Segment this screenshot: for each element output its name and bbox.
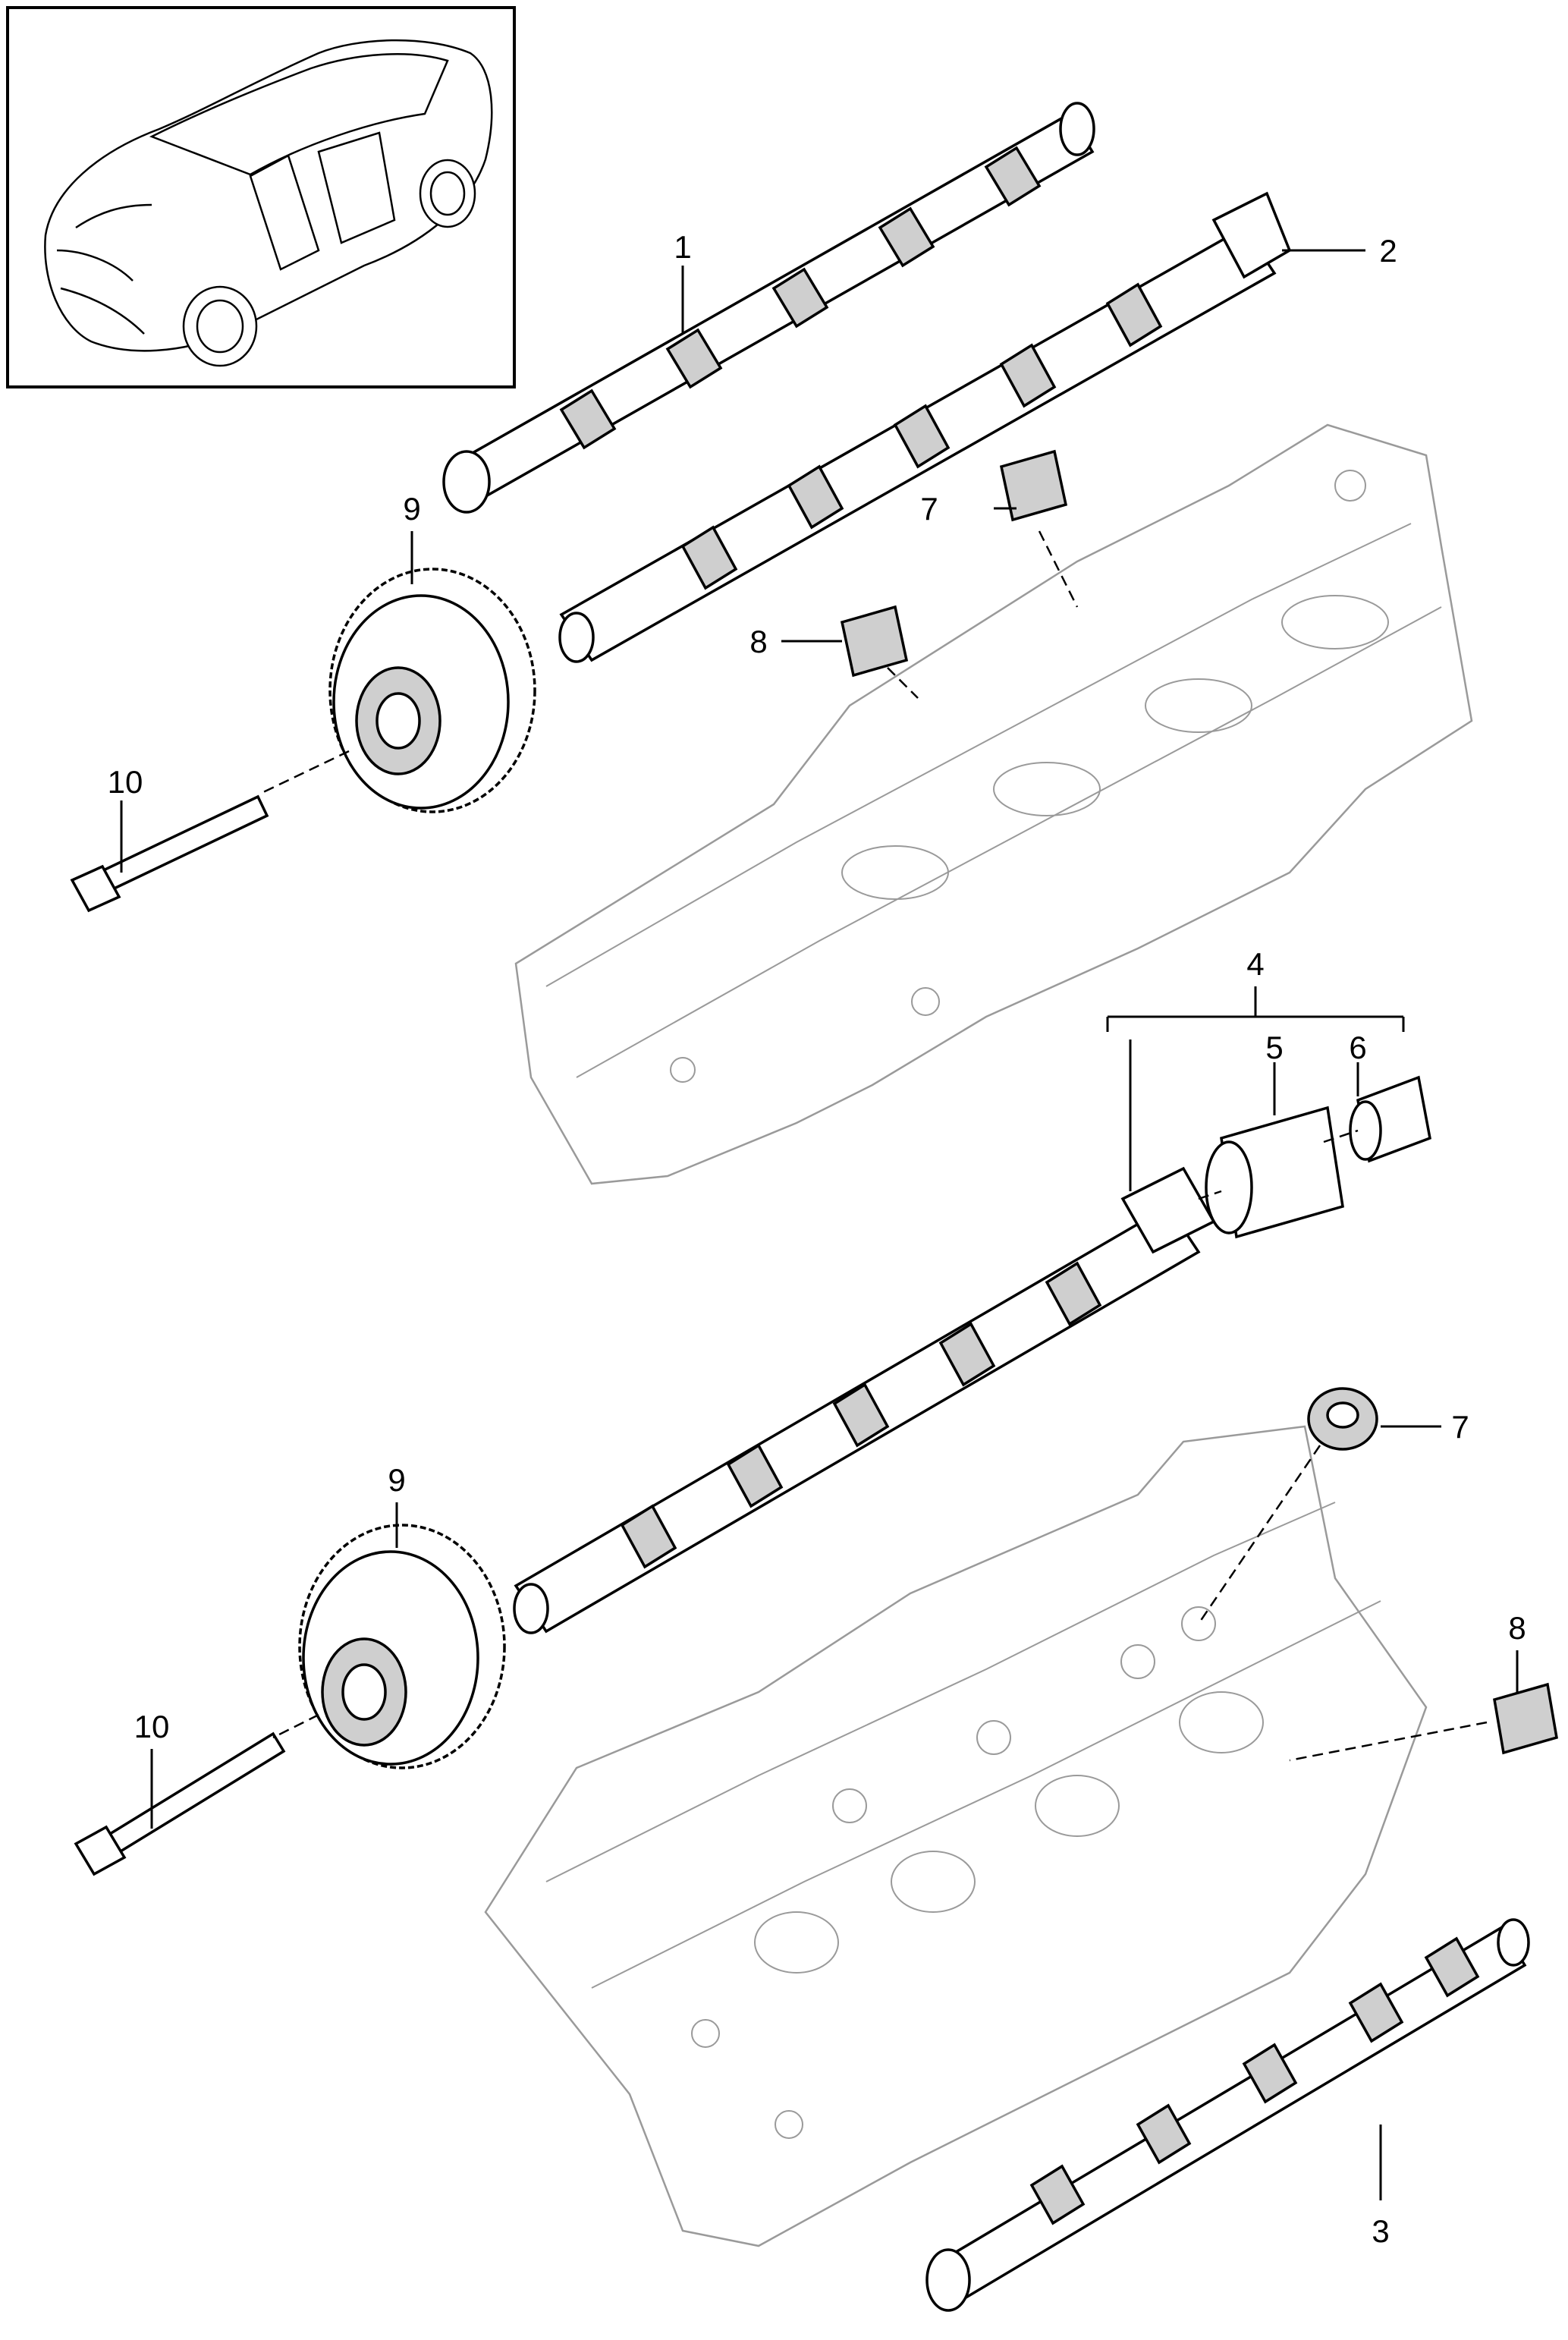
callout-9-lower: 9	[388, 1462, 405, 1498]
car-thumbnail-icon	[44, 39, 493, 367]
hydraulic-element-7-upper	[999, 449, 1068, 522]
camshaft-sprocket-upper	[328, 568, 536, 813]
part-5	[1205, 1106, 1344, 1239]
callout-10-upper: 10	[108, 764, 143, 800]
callout-2: 2	[1379, 233, 1397, 269]
camshaft-sprocket-lower	[298, 1524, 506, 1769]
camshaft-middle	[513, 1166, 1216, 1634]
hydraulic-element-7-lower	[1307, 1387, 1378, 1451]
lower-cylinder-head	[484, 1425, 1428, 2247]
part-6	[1349, 1075, 1431, 1163]
callout-4: 4	[1246, 946, 1264, 982]
sprocket-bolt-upper	[70, 794, 269, 913]
callout-5: 5	[1265, 1030, 1283, 1065]
callout-7-lower: 7	[1451, 1409, 1469, 1445]
hydraulic-element-8-lower	[1493, 1682, 1558, 1755]
callout-8-upper: 8	[749, 624, 767, 659]
upper-cylinder-head	[514, 423, 1473, 1185]
camshaft-2	[558, 191, 1292, 663]
callout-6: 6	[1349, 1030, 1366, 1065]
camshaft-1	[442, 102, 1095, 514]
vehicle-thumbnail	[6, 6, 516, 388]
callout-labels: 1 2 3 4 5 6 7 8 9 10 7 8 9 10	[108, 229, 1526, 2249]
callout-10-lower: 10	[134, 1709, 170, 1744]
hydraulic-element-8-upper	[840, 605, 909, 678]
sprocket-bolt-lower	[74, 1731, 286, 1876]
callout-7-upper: 7	[920, 491, 938, 527]
callout-3: 3	[1372, 2213, 1389, 2249]
callout-9-upper: 9	[403, 491, 420, 527]
callout-1: 1	[674, 229, 691, 265]
callout-8-lower: 8	[1508, 1610, 1526, 1646]
leader-lines	[120, 249, 1519, 2200]
camshaft-3	[925, 1918, 1530, 2312]
